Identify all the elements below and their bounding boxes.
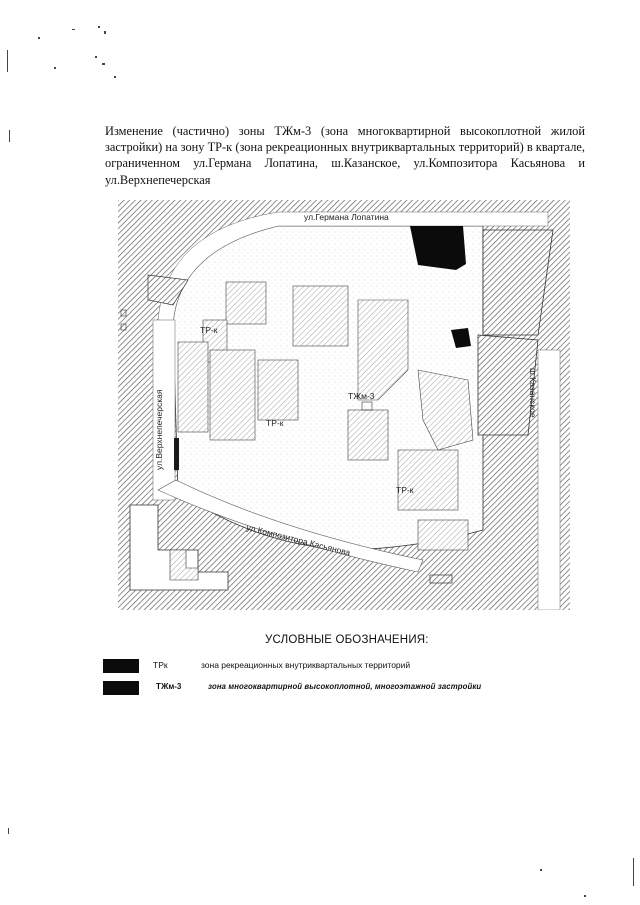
legend-title: УСЛОВНЫЕ ОБОЗНАЧЕНИЯ: xyxy=(265,634,429,646)
zoning-map: ул.Германа Лопатина ул.Верхнепечерская у… xyxy=(118,200,570,610)
feature-triangle-nw xyxy=(147,274,189,306)
legend-swatch-tzhm3 xyxy=(103,681,139,695)
road-verkhnepecherskaya xyxy=(152,319,176,501)
east-parcels-2 xyxy=(477,334,539,436)
label-zone-trk-east: ТР-к xyxy=(396,485,414,495)
legend-code-trk: ТРк xyxy=(153,660,168,670)
road-kasyanova xyxy=(157,479,424,573)
label-street-lopatina: ул.Германа Лопатина xyxy=(304,212,389,222)
feature-box-2 xyxy=(429,574,453,584)
label-zone-trk-center: ТР-к xyxy=(266,418,284,428)
label-zone-trk-west: ТР-к xyxy=(200,325,218,335)
document-heading: Изменение (частично) зоны ТЖм-3 (зона мн… xyxy=(105,124,585,187)
feature-box-4 xyxy=(120,323,127,331)
feature-box-3 xyxy=(120,309,127,317)
southwest-building-wing xyxy=(169,549,199,581)
feature-box-1 xyxy=(361,401,373,411)
legend-description-tzhm3: зона многоквартирной высокоплотной, мног… xyxy=(208,682,482,691)
building-footprints xyxy=(177,281,474,551)
east-parcels xyxy=(482,229,554,336)
label-street-kazanskoe: ш.Казанское xyxy=(528,368,538,418)
legend-code-tzhm3: ТЖм-3 xyxy=(156,682,182,691)
legend-description-trk: зона рекреационных внутриквартальных тер… xyxy=(201,660,411,670)
changed-zone-east xyxy=(451,328,471,348)
label-zone-tzhm3: ТЖм-3 xyxy=(348,391,375,401)
label-street-verkhnepecherskaya: ул.Верхнепечерская xyxy=(154,389,164,470)
changed-zone-west-strip xyxy=(174,438,179,470)
road-kazanskoe xyxy=(537,349,561,610)
changed-zone-north xyxy=(410,226,466,270)
legend-swatch-trk xyxy=(103,659,139,673)
